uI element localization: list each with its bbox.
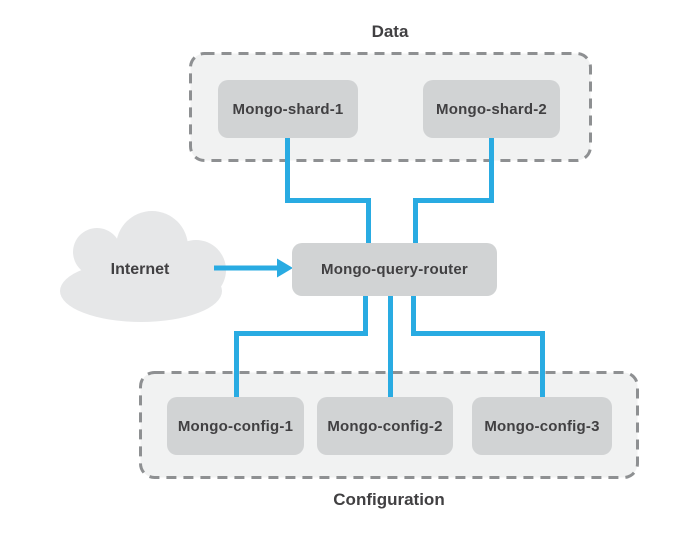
node-mongo-shard-1: Mongo-shard-1 bbox=[218, 80, 358, 138]
node-mongo-config-1: Mongo-config-1 bbox=[167, 397, 304, 455]
connector-router-config3 bbox=[411, 295, 545, 399]
node-mongo-query-router: Mongo-query-router bbox=[292, 243, 497, 296]
configuration-group-label: Configuration bbox=[333, 490, 445, 509]
node-mongo-config-3: Mongo-config-3 bbox=[472, 397, 612, 455]
connector-shard1-router bbox=[285, 136, 371, 245]
node-mongo-config-2: Mongo-config-2 bbox=[317, 397, 453, 455]
internet-to-router-arrow bbox=[214, 258, 293, 278]
internet-cloud-icon bbox=[60, 211, 226, 322]
connector-shard2-router bbox=[413, 136, 494, 245]
node-mongo-shard-2: Mongo-shard-2 bbox=[423, 80, 560, 138]
data-group-label: Data bbox=[371, 22, 409, 41]
connector-router-config1 bbox=[234, 295, 368, 399]
internet-label: Internet bbox=[110, 261, 170, 278]
